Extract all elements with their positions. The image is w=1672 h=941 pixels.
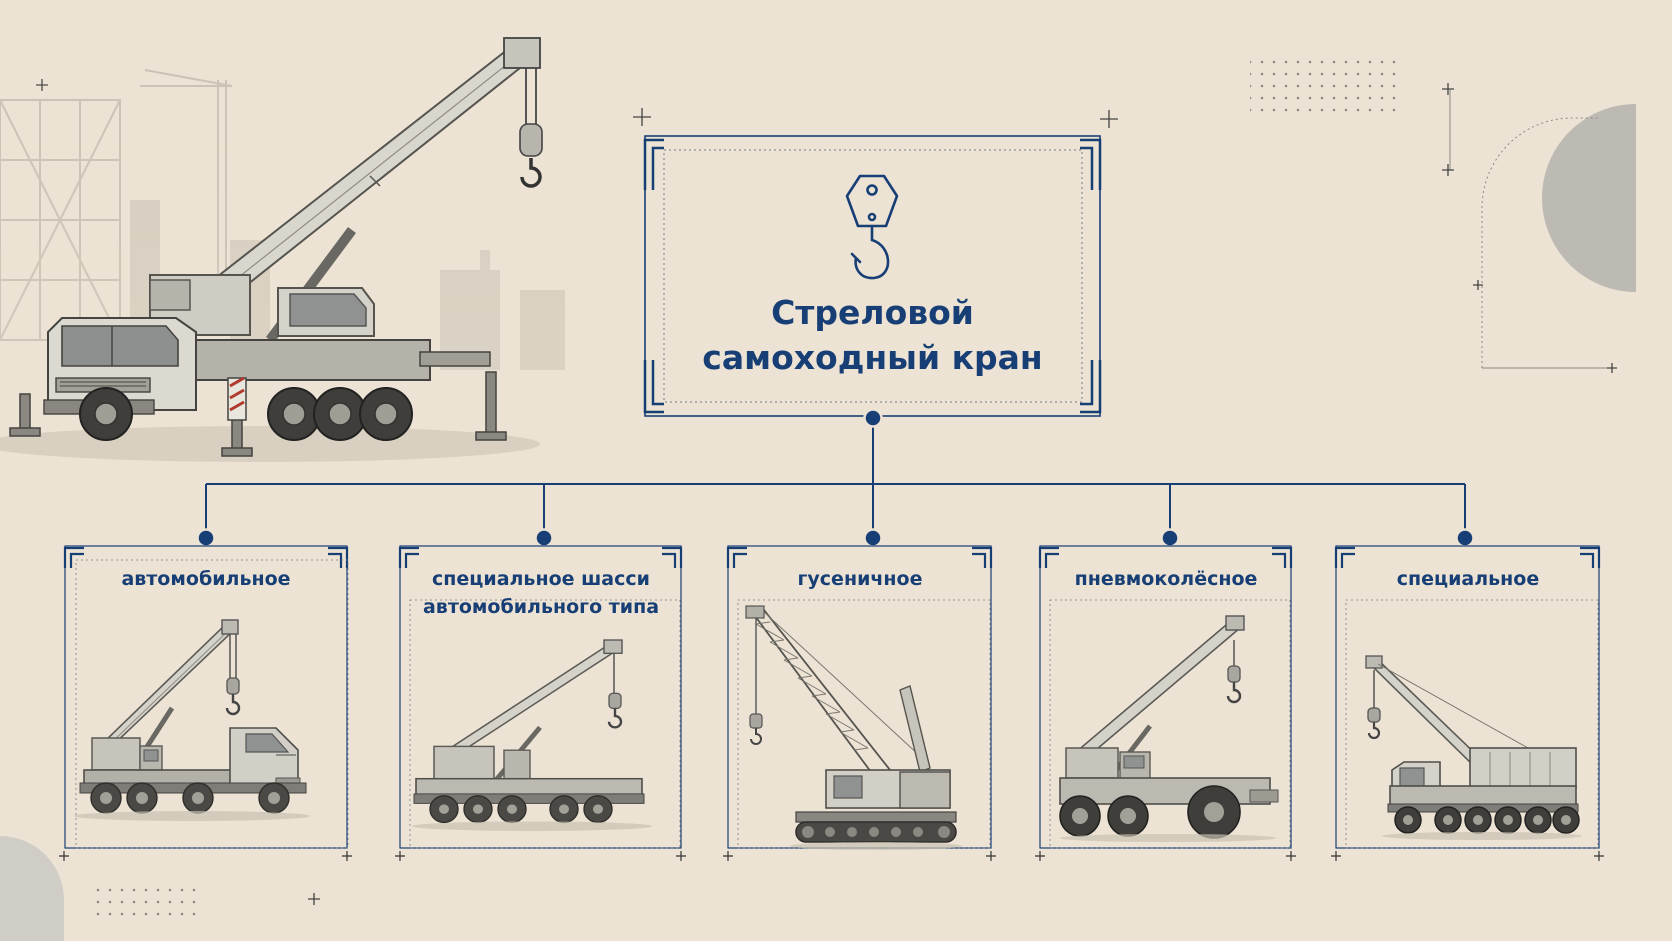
category-label-line-1: пневмоколёсное — [1074, 568, 1258, 590]
pneumatic-wheel-crane-image — [1059, 615, 1279, 842]
category-label-special: специальное — [1348, 565, 1588, 593]
category-card-special — [1331, 545, 1604, 861]
crawler-crane-image — [745, 605, 962, 850]
category-label-crawler: гусеничное — [740, 565, 980, 593]
root-node-title: Стреловой самоходный кран — [645, 290, 1100, 380]
crane-hook-icon — [845, 174, 899, 280]
root-title-line-2: самоходный кран — [702, 338, 1043, 377]
category-label-line-2: автомобильного типа — [422, 596, 660, 618]
category-label-line-1: специальное — [1396, 568, 1540, 590]
category-label-line-1: гусеничное — [797, 568, 923, 590]
special-chassis-crane-image — [412, 639, 652, 831]
root-title-line-1: Стреловой — [771, 293, 974, 332]
hero-truck-crane-illustration — [0, 37, 543, 462]
category-label-automobile: автомобильное — [80, 565, 332, 593]
special-crane-image — [1365, 655, 1582, 840]
category-label-pneumatic-wheel: пневмоколёсное — [1048, 565, 1284, 593]
category-card-special-chassis — [395, 545, 686, 861]
category-card-pneumatic-wheel — [1035, 545, 1296, 861]
category-card-automobile — [59, 545, 352, 861]
category-label-line-1: автомобильное — [121, 568, 291, 590]
category-label-line-1: специальное шасси — [432, 568, 650, 590]
category-label-special-chassis: специальное шасси автомобильного типа — [410, 565, 672, 621]
